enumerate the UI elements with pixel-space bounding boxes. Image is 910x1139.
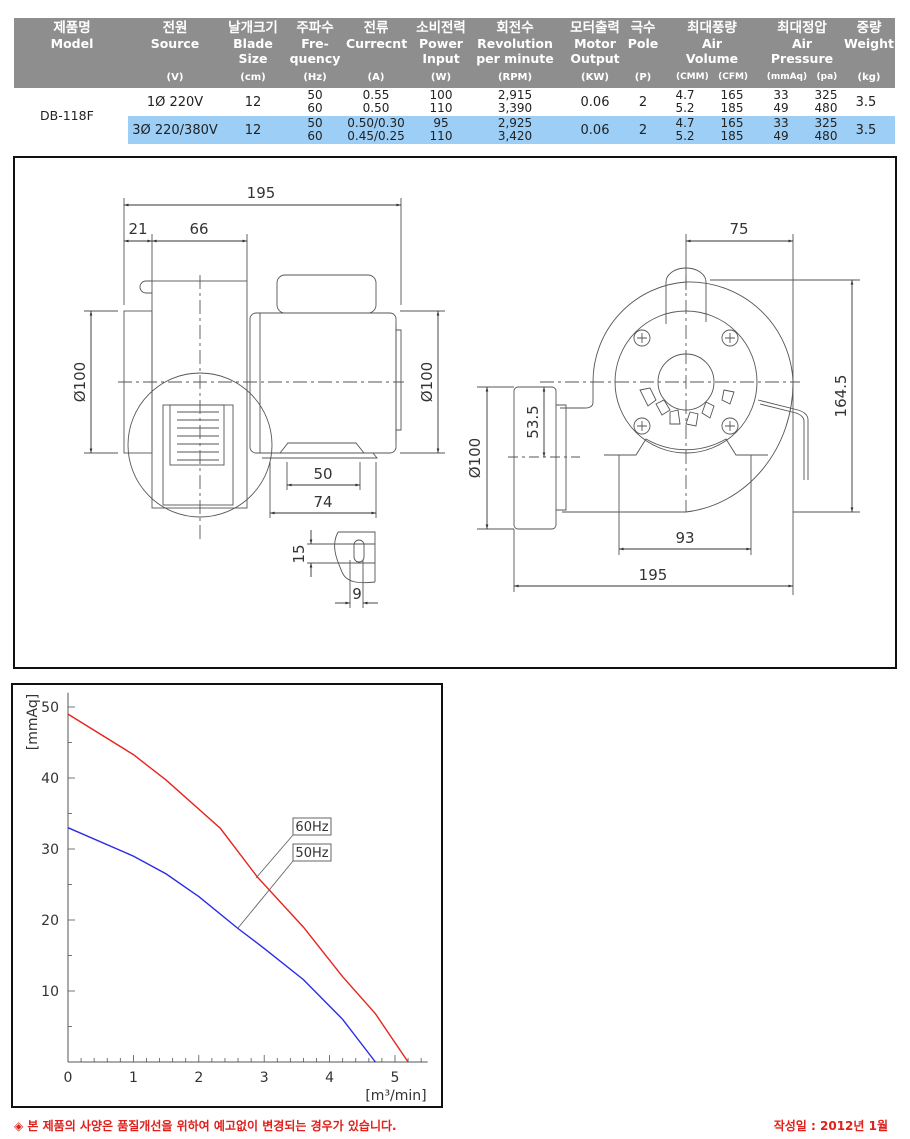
front-view-dimension-lines (485, 239, 854, 588)
model-cell: DB-118F (40, 108, 94, 123)
series-line-50hz (67, 827, 376, 1063)
weight-cell: 3.5 (855, 94, 877, 110)
dim-overall-width: 195 (639, 566, 668, 584)
dim-foot-hole-spacing: 50 (313, 465, 332, 483)
created-date: 작성일 : 2012년 1월 (773, 1119, 888, 1133)
x-tick-label: 5 (391, 1070, 400, 1086)
drawing-svg: 195 21 66 Ø100 Ø100 50 74 15 9 (71, 184, 860, 608)
dim-housing-width: 66 (189, 220, 208, 238)
dim-slot-length: 15 (290, 544, 308, 563)
screw-icon (633, 329, 739, 435)
x-axis-label: [m³/min] (365, 1088, 426, 1104)
blade-cell: 12 (244, 122, 262, 138)
y-tick-label: 40 (41, 771, 59, 787)
y-axis-label: [mmAq] (25, 694, 41, 750)
side-view-dimension-lines (89, 203, 440, 605)
dim-motor-diameter: Ø100 (418, 362, 436, 402)
chart-svg: 0 1 2 3 4 5 10 20 30 40 50 [mmAq] [m³/min] 60Hz 50… (25, 692, 428, 1104)
dim-outlet-diameter: Ø100 (466, 438, 484, 478)
y-tick-label: 10 (41, 984, 59, 1000)
dim-foot-hole-spacing-front: 93 (675, 529, 694, 547)
dimension-drawing: 195 21 66 Ø100 Ø100 50 74 15 9 (13, 156, 897, 669)
dim-overall-height: 164.5 (832, 375, 850, 418)
y-tick-label: 50 (41, 700, 59, 716)
blade-cell: 12 (244, 94, 262, 110)
legend-label: 50Hz (295, 846, 328, 861)
dim-overall-length: 195 (247, 184, 276, 202)
pole-cell: 2 (638, 122, 648, 138)
weight-cell: 3.5 (855, 122, 877, 138)
disclaimer-note: ◈ 본 제품의 사양은 품질개선을 위하여 예고없이 변경되는 경우가 있습니다… (14, 1119, 397, 1133)
x-tick-label: 4 (325, 1070, 334, 1086)
pole-cell: 2 (638, 94, 648, 110)
dim-center-to-outlet: 75 (729, 220, 748, 238)
dim-outlet-center-height: 53.5 (524, 405, 542, 438)
chart-axes (67, 692, 428, 1063)
legend-50hz: 50Hz (237, 843, 332, 929)
y-tick-label: 30 (41, 842, 59, 858)
dim-inlet-length: 21 (128, 220, 147, 238)
x-tick-label: 2 (194, 1070, 203, 1086)
dim-inlet-diameter: Ø100 (71, 362, 89, 402)
x-tick-label: 3 (260, 1070, 269, 1086)
y-tick-label: 20 (41, 913, 59, 929)
dim-foot-width: 74 (313, 493, 332, 511)
x-tick-label: 0 (64, 1070, 73, 1086)
series-line-60hz (67, 713, 409, 1063)
row-highlight (128, 116, 895, 144)
dim-slot-width: 9 (352, 585, 362, 603)
legend-label: 60Hz (295, 820, 328, 835)
side-view (84, 198, 445, 608)
legend-60hz: 60Hz (255, 817, 332, 879)
motor-cell: 0.06 (580, 94, 610, 110)
motor-cell: 0.06 (580, 122, 610, 138)
performance-chart: 0 1 2 3 4 5 10 20 30 40 50 [mmAq] [m³/min] 60Hz 50… (11, 683, 443, 1108)
source-cell: 3Ø 220/380V (132, 122, 218, 138)
source-cell: 1Ø 220V (146, 94, 204, 110)
x-tick-label: 1 (129, 1070, 138, 1086)
